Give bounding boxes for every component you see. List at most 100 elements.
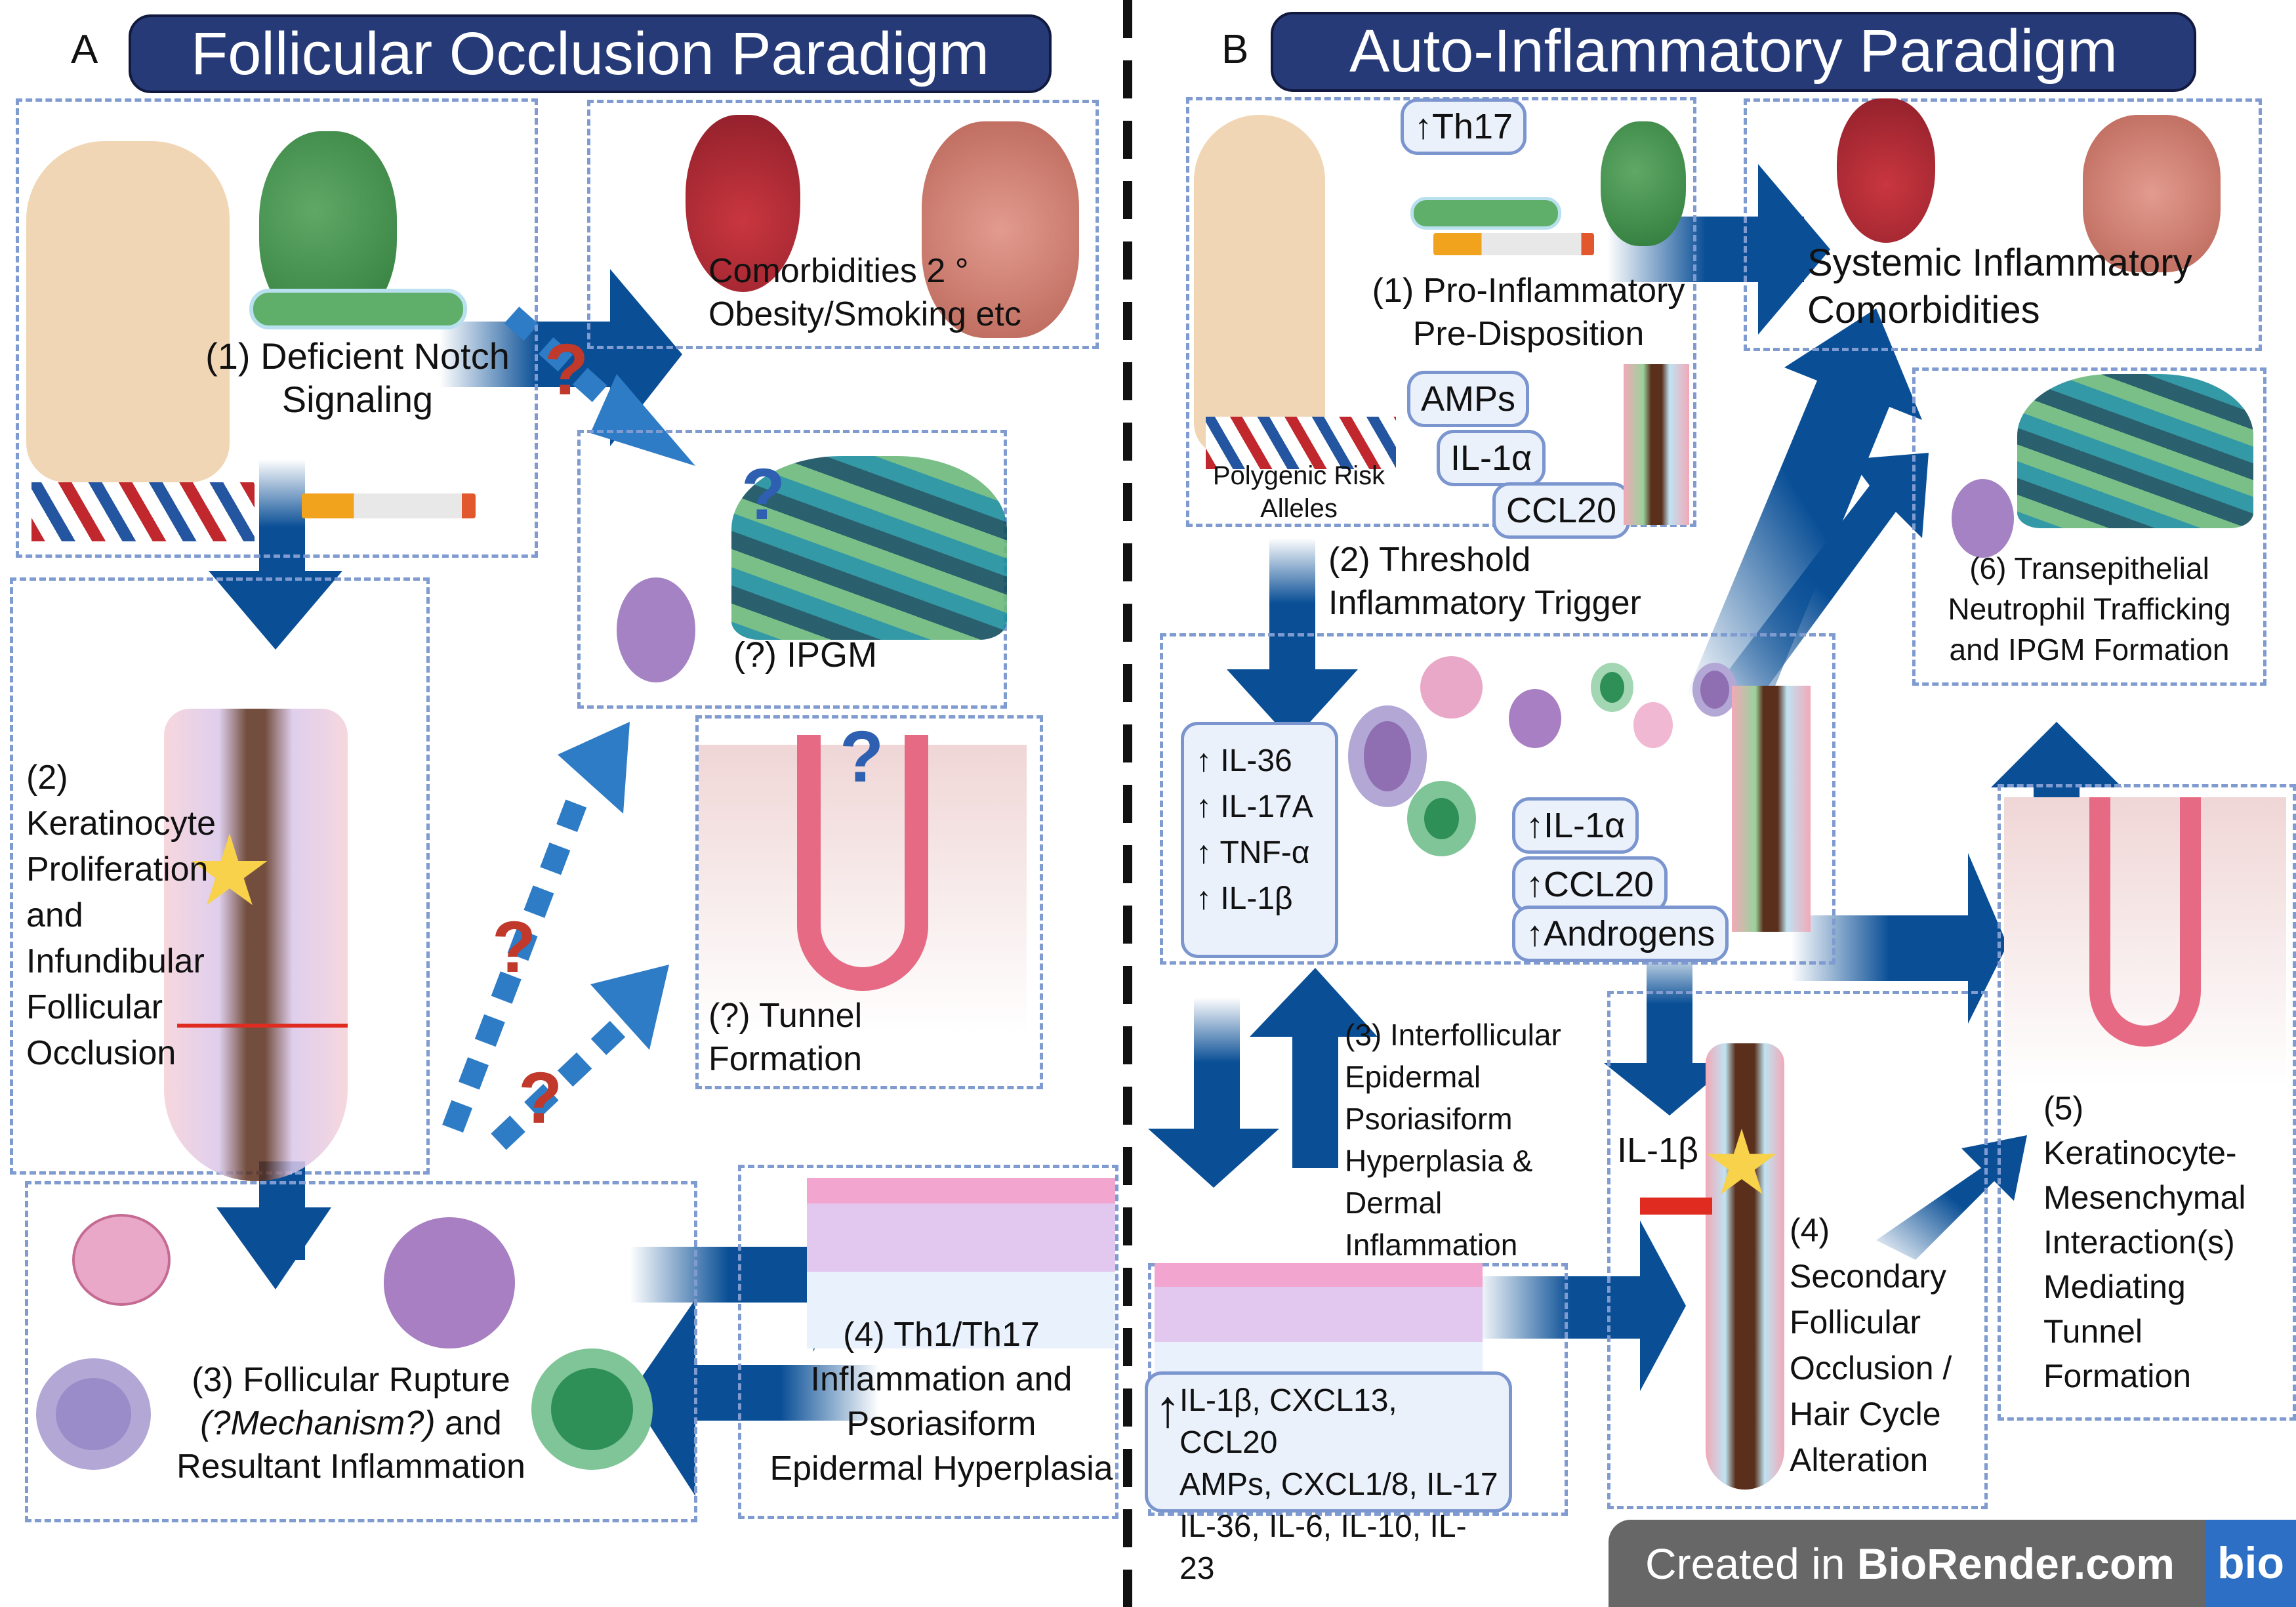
biorender-logo-icon: bio — [2205, 1520, 2296, 1607]
question-mark-tunnel: ? — [840, 717, 884, 797]
arrow-a1-down — [209, 459, 342, 650]
bacteria-cluster-b-icon — [1601, 121, 1686, 246]
monocyte-b-small — [1692, 663, 1737, 717]
arrow-b-diag-to-systemic — [1686, 308, 1922, 696]
arrow-b3-down — [1148, 997, 1279, 1188]
dashed-arrow-to-tunnel — [491, 965, 669, 1150]
monocyte-b-cell — [1348, 705, 1427, 807]
arrow-b-to-tunnel — [1791, 853, 2007, 1024]
heart-b-icon — [1837, 98, 1935, 243]
a-step3-label: (3) Follicular Rupture (?Mechanism?) and… — [176, 1361, 525, 1486]
tumor-cells-b-icon — [2083, 115, 2221, 272]
arrow-b-androgens-down — [1604, 945, 1732, 1116]
streptococcus-chain-icon — [249, 289, 467, 329]
biofilm-icon — [731, 456, 1007, 640]
il1b-label: IL-1β — [1617, 1131, 1699, 1170]
biorender-badge — [1609, 1520, 2296, 1607]
neutrophil-b-pink-cell — [1420, 656, 1483, 719]
b-step6-box — [1912, 367, 2266, 686]
cytokine-list-pill: ↑ IL-36 ↑ IL-17A ↑ TNF-α ↑ IL-1β — [1181, 722, 1338, 958]
ccl20-up-pill: ↑CCL20 — [1512, 856, 1668, 913]
panel-b-letter: B — [1221, 27, 1249, 72]
neutrophil-rupturing-cell — [384, 1217, 515, 1348]
a-comorbidities-label: Comorbidities 2 °Obesity/Smoking etc — [708, 252, 1021, 333]
il1a-up-pill: ↑IL-1α — [1512, 797, 1639, 854]
question-mark-ipgm: ? — [741, 454, 786, 535]
arrow-b1-down — [1227, 538, 1358, 741]
neutrophil-icon — [617, 577, 695, 682]
a-ipgm-label: (?) IPGM — [733, 635, 878, 675]
cigarette-b-icon — [1433, 233, 1594, 255]
b-step4-box — [1607, 991, 1988, 1509]
a-step3-box — [25, 1181, 697, 1522]
question-mark-red-3: ? — [518, 1058, 563, 1138]
human-figure-icon — [26, 141, 230, 482]
b-step2-box — [1160, 633, 1835, 965]
monocyte-cell — [36, 1358, 151, 1470]
question-mark-red-1: ? — [544, 329, 589, 410]
t-cell-b-small — [1591, 663, 1633, 712]
dashed-arrow-to-ipgm — [504, 306, 695, 466]
th17-pill: ↑Th17 — [1401, 98, 1527, 155]
panel-divider — [1123, 0, 1132, 1607]
neutrophil-b-rupture-cell — [1509, 689, 1561, 748]
il1a-pill: IL-1α — [1437, 430, 1546, 486]
tunnel-u-icon — [797, 735, 928, 991]
amps-pill: AMPs — [1407, 371, 1530, 427]
panel-a-letter: A — [71, 27, 98, 72]
panel-b-title: Auto-Inflammatory Paradigm — [1271, 12, 2196, 92]
heart-icon — [686, 115, 800, 292]
tumor-cells-icon — [922, 121, 1079, 338]
dna-b-icon — [1206, 417, 1396, 469]
biorender-credit: Created in BioRender.com — [1645, 1539, 2175, 1588]
dna-icon — [31, 482, 255, 541]
androgens-up-pill: ↑Androgens — [1512, 906, 1729, 962]
follicle-b-mid-icon — [1732, 686, 1811, 932]
biofilm-b-icon — [2017, 374, 2253, 528]
arrow-b4-to-b5 — [1876, 1135, 2027, 1260]
hair-follicle-b-icon — [1706, 1043, 1784, 1490]
ccl20-pill: CCL20 — [1492, 482, 1631, 539]
arrow-a2-down — [216, 1161, 331, 1289]
arrow-b-diag-to-ipgm — [1699, 453, 1929, 709]
human-figure-b-icon — [1194, 115, 1325, 456]
neutrophil-pink-cell — [72, 1214, 171, 1306]
a-step1-box — [16, 98, 538, 558]
dashed-arrow-to-ipgm-2 — [442, 722, 630, 1133]
a-comorbidities-box — [587, 100, 1099, 349]
arrow-b-epidermis-to-follicle — [1476, 1221, 1686, 1391]
panel-a-title: Follicular Occlusion Paradigm — [129, 14, 1052, 93]
epidermal-cytokine-pill: ↑ IL-1β, CXCL13, CCL20 AMPs, CXCL1/8, IL… — [1145, 1371, 1512, 1586]
red-arrow-icon — [1640, 1198, 1712, 1215]
tunnel-b-u-icon — [2089, 797, 2201, 1047]
neutrophil-b-pink-small — [1633, 702, 1673, 748]
epidermis-hyperplasia-icon — [807, 1178, 1115, 1348]
arrow-a4-to-a3 — [630, 1299, 879, 1496]
question-mark-red-2: ? — [492, 907, 537, 988]
a-step4-box — [738, 1165, 1118, 1519]
arrow-b3-up — [1250, 968, 1378, 1168]
occlusion-arrows-icon — [177, 1024, 348, 1028]
follicle-b-small-icon — [1624, 364, 1689, 525]
t-cell-b-green — [1407, 781, 1476, 856]
cigarette-icon — [302, 493, 476, 518]
b-systemic-box — [1744, 98, 2262, 351]
a-tunnel-box — [695, 715, 1043, 1089]
b-step5-box — [1998, 784, 2296, 1421]
streptococcus-chain-b-icon — [1410, 197, 1561, 230]
hair-follicle-icon — [164, 709, 348, 1181]
neutrophil-b-icon — [1952, 479, 2014, 558]
